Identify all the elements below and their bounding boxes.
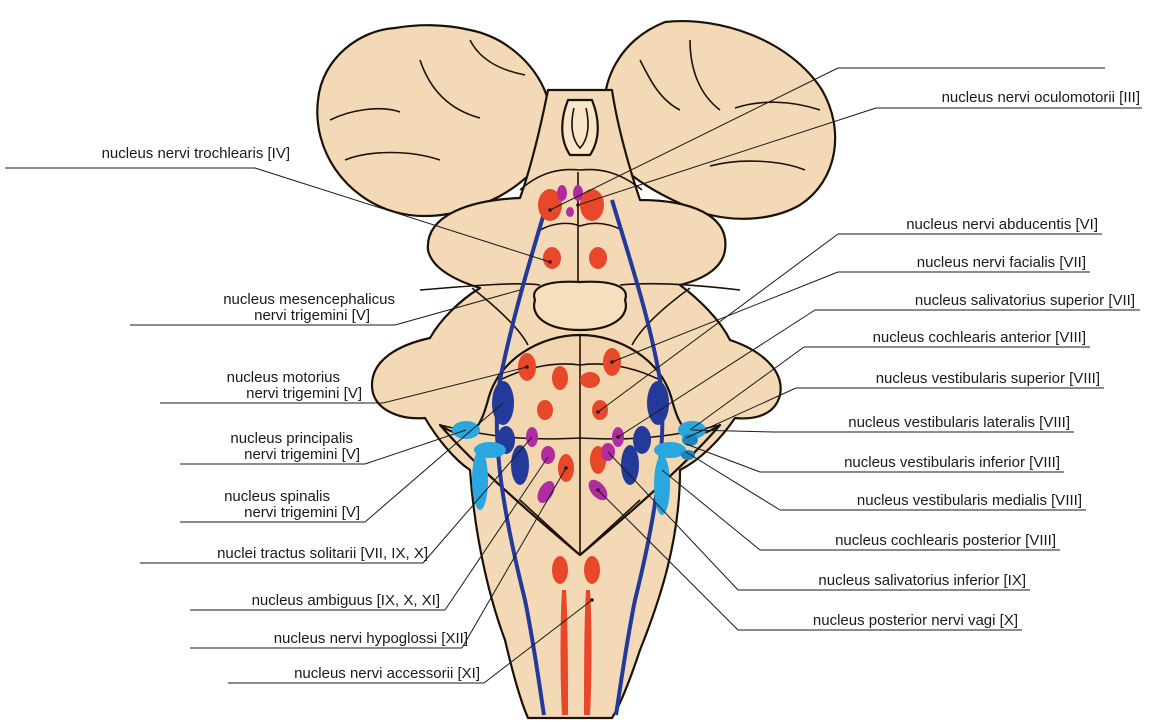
label-abducens: nucleus nervi abducentis [VI] <box>838 216 1102 234</box>
label-med-vestibular: nucleus vestibularis medialis [VIII] <box>780 492 1086 510</box>
right-hemisphere <box>604 21 835 219</box>
label-text: nucleus motorius <box>227 369 340 386</box>
label-text: nucleus nervi abducentis [VI] <box>906 216 1098 233</box>
label-trochlear: nucleus nervi trochlearis [IV] <box>5 145 290 168</box>
label-sup-vestibular: nucleus vestibularis superior [VIII] <box>796 370 1104 388</box>
label-text: nervi trigemini [V] <box>254 307 370 324</box>
label-text: nucleus cochlearis posterior [VIII] <box>835 532 1056 549</box>
label-text: nervi trigemini [V] <box>244 504 360 521</box>
label-mesencephalic: nucleus mesencephalicus nervi trigemini … <box>130 291 395 325</box>
label-text: nucleus vestibularis lateralis [VIII] <box>848 414 1070 431</box>
label-text: nucleus posterior nervi vagi [X] <box>813 612 1018 629</box>
label-inf-vestibular: nucleus vestibularis inferior [VIII] <box>760 454 1064 472</box>
label-ant-cochlear: nucleus cochlearis anterior [VIII] <box>804 329 1090 347</box>
label-text: nucleus vestibularis inferior [VIII] <box>844 454 1060 471</box>
label-text: nucleus nervi facialis [VII] <box>917 254 1086 271</box>
label-hypoglossal: nucleus nervi hypoglossi [XII] <box>190 630 468 648</box>
label-text: nucleus vestibularis superior [VIII] <box>876 370 1100 387</box>
label-post-cochlear: nucleus cochlearis posterior [VIII] <box>760 532 1060 550</box>
label-lat-vestibular: nucleus vestibularis lateralis [VIII] <box>774 414 1074 432</box>
label-text: nucleus nervi oculomotorii [III] <box>942 89 1140 106</box>
left-hemisphere <box>317 25 548 216</box>
label-inf-salivatory: nucleus salivatorius inferior [IX] <box>738 572 1030 590</box>
label-text: nucleus cochlearis anterior [VIII] <box>873 329 1086 346</box>
label-text: nucleus nervi hypoglossi [XII] <box>274 630 468 647</box>
label-spinal-trigeminal: nucleus spinalis nervi trigemini [V] <box>180 488 365 522</box>
label-motor-trigeminal: nucleus motorius nervi trigemini [V] <box>160 369 383 403</box>
label-text: nucleus nervi accessorii [XI] <box>294 665 480 682</box>
label-text: nucleus ambiguus [IX, X, XI] <box>252 592 440 609</box>
label-text: nucleus principalis <box>230 430 353 447</box>
label-facial: nucleus nervi facialis [VII] <box>838 254 1090 272</box>
label-accessory: nucleus nervi accessorii [XI] <box>228 665 484 683</box>
label-text: nuclei tractus solitarii [VII, IX, X] <box>217 545 428 562</box>
brainstem-illustration <box>317 21 835 718</box>
label-text: nucleus salivatorius superior [VII] <box>915 292 1135 309</box>
label-ambiguus: nucleus ambiguus [IX, X, XI] <box>190 592 445 610</box>
label-oculomotor: nucleus nervi oculomotorii [III] <box>838 68 1142 108</box>
label-post-vagus: nucleus posterior nervi vagi [X] <box>738 612 1022 630</box>
label-text: nucleus nervi trochlearis [IV] <box>102 145 290 162</box>
label-text: nucleus mesencephalicus <box>223 291 395 308</box>
label-text: nervi trigemini [V] <box>244 446 360 463</box>
label-principal-trigeminal: nucleus principalis nervi trigemini [V] <box>180 430 365 464</box>
label-solitary: nuclei tractus solitarii [VII, IX, X] <box>140 545 428 563</box>
label-text: nucleus spinalis <box>224 488 330 505</box>
label-sup-salivatory: nucleus salivatorius superior [VII] <box>815 292 1140 310</box>
label-text: nucleus vestibularis medialis [VIII] <box>857 492 1082 509</box>
label-text: nucleus salivatorius inferior [IX] <box>818 572 1026 589</box>
label-text: nervi trigemini [V] <box>246 385 362 402</box>
